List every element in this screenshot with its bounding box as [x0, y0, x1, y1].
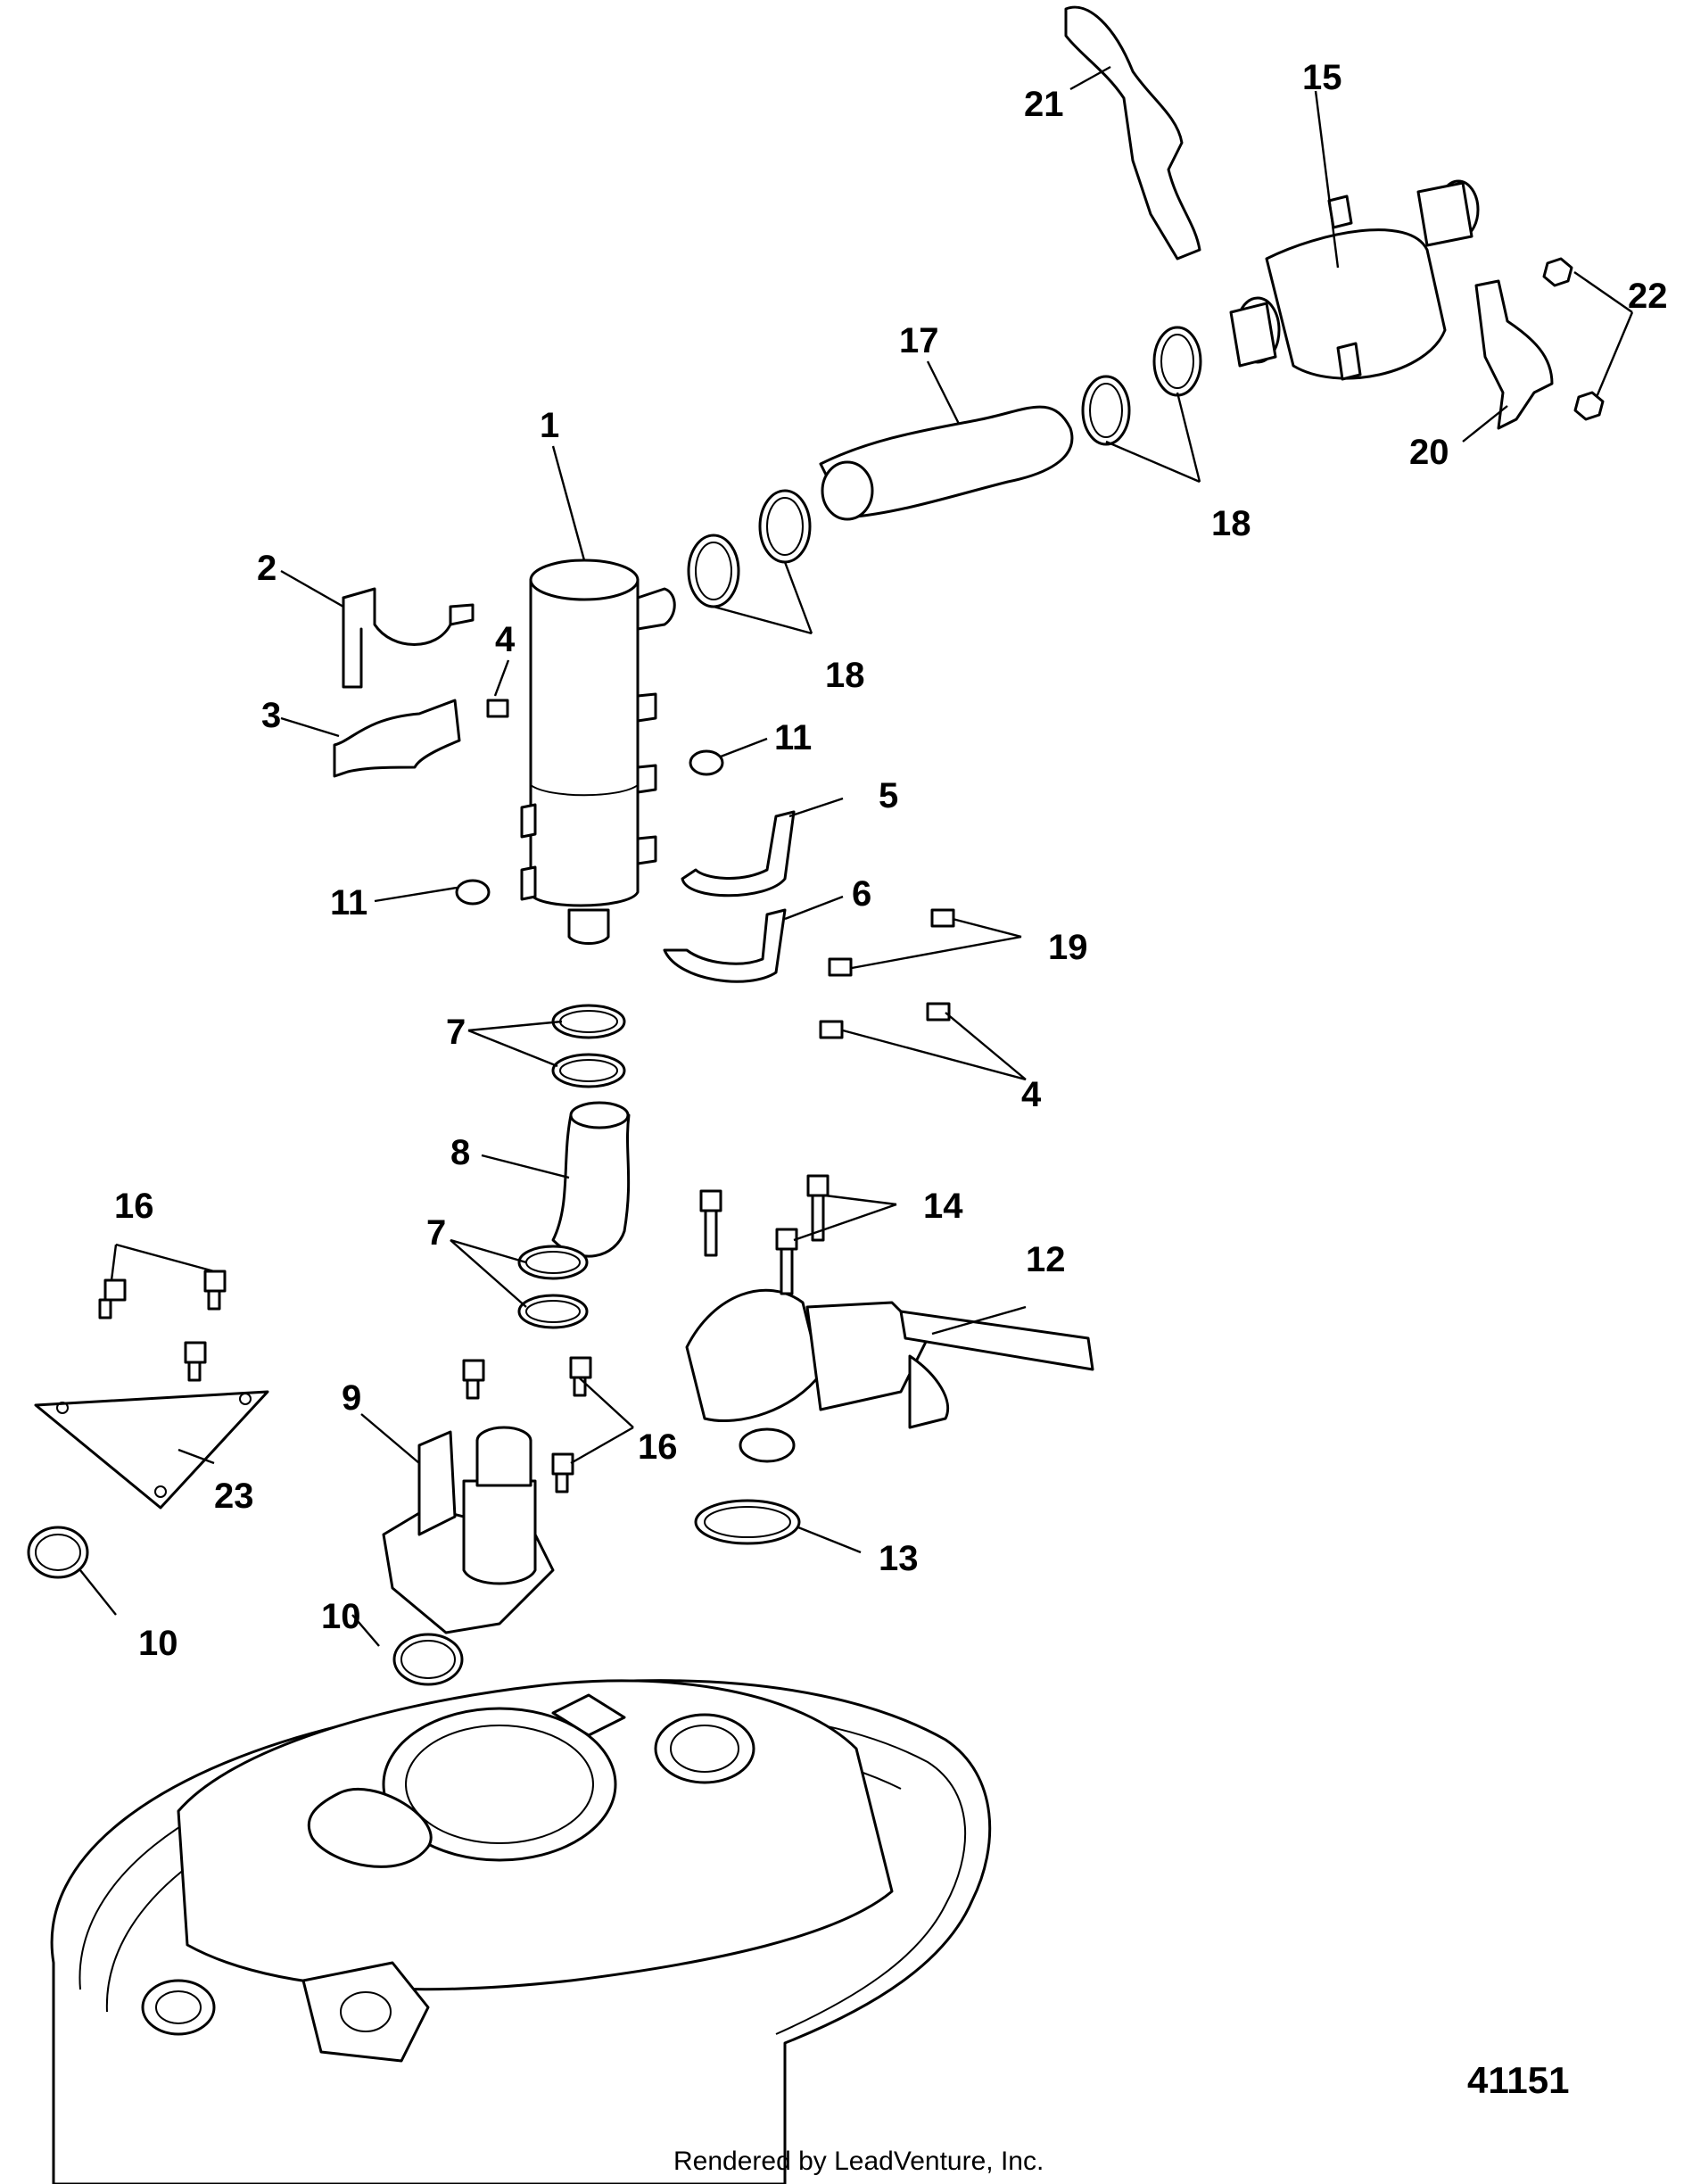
- callout-21: 21: [1024, 85, 1064, 124]
- part-12-valve: [685, 1288, 1094, 1463]
- part-19-screws: [828, 908, 955, 977]
- part-16-bolts: [98, 1270, 592, 1493]
- callout-19: 19: [1048, 928, 1088, 967]
- part-2-bracket: [342, 587, 475, 689]
- callout-7-lower: 7: [426, 1213, 446, 1253]
- render-credit: Rendered by LeadVenture, Inc.: [673, 2147, 1044, 2176]
- callout-2: 2: [257, 549, 277, 588]
- callout-10-center: 10: [321, 1597, 361, 1636]
- callout-17: 17: [899, 321, 939, 360]
- callout-14: 14: [923, 1187, 963, 1226]
- part-9-fitting: [382, 1426, 555, 1634]
- part-11-plug-left: [455, 879, 491, 906]
- callout-4-upper: 4: [495, 620, 516, 659]
- callout-13: 13: [879, 1539, 919, 1578]
- callout-8: 8: [450, 1133, 470, 1172]
- part-20-bracket: [1474, 279, 1554, 430]
- part-5-strap: [681, 810, 796, 898]
- part-7-clamps-lower: [517, 1245, 589, 1329]
- part-18-clamps: [687, 326, 1202, 608]
- callout-10-left: 10: [138, 1624, 178, 1663]
- callout-18-left: 18: [825, 656, 865, 695]
- part-3-bracket: [333, 699, 461, 778]
- callout-5: 5: [879, 776, 898, 815]
- callout-16-center: 16: [638, 1427, 678, 1467]
- callout-9: 9: [342, 1378, 361, 1418]
- part-8-hose: [551, 1101, 631, 1258]
- leader-lines: [79, 65, 1634, 1647]
- callout-15: 15: [1302, 58, 1342, 97]
- part-11-plug-right: [689, 749, 724, 776]
- part-10-o-ring-center: [392, 1633, 464, 1686]
- part-4-screws: [486, 699, 951, 1039]
- part-14-bolts: [699, 1174, 830, 1295]
- callout-3: 3: [261, 696, 281, 735]
- callout-11-left: 11: [330, 883, 367, 922]
- part-22-nuts: [1542, 257, 1605, 421]
- part-23-plate: [34, 1390, 269, 1510]
- callout-numbers: 1 2 3 4 4 5 6 7 7 8 9 10 10 11 11 12 13 …: [114, 58, 1668, 1663]
- part-15-muffler: [1229, 179, 1480, 381]
- callout-20: 20: [1409, 433, 1449, 472]
- callout-18-right: 18: [1211, 504, 1251, 543]
- part-13-o-ring: [694, 1499, 801, 1545]
- part-7-clamps-upper: [551, 1004, 626, 1088]
- callout-23: 23: [214, 1477, 254, 1516]
- callout-1: 1: [540, 406, 559, 445]
- part-21-bracket: [1064, 5, 1201, 261]
- callout-16-left: 16: [114, 1187, 154, 1226]
- part-17-hose: [819, 405, 1074, 521]
- part-1-exhaust-cylinder: [520, 558, 676, 945]
- callout-12: 12: [1026, 1240, 1066, 1279]
- part-6-strap: [663, 908, 787, 983]
- callout-7-upper: 7: [446, 1013, 466, 1052]
- callout-11-right: 11: [774, 718, 812, 757]
- callout-22: 22: [1628, 277, 1668, 316]
- callout-6: 6: [852, 874, 871, 914]
- base-housing: [50, 1679, 992, 2184]
- figure-number: 41151: [1467, 2059, 1569, 2101]
- callout-4-lower: 4: [1021, 1075, 1042, 1114]
